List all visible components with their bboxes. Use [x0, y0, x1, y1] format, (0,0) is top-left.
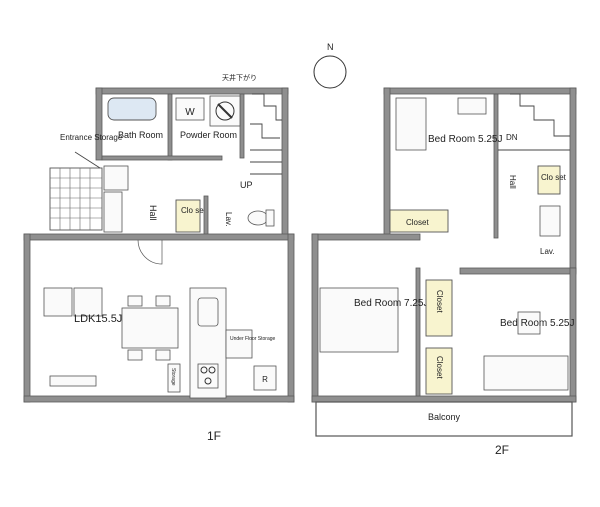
toilet-2f	[539, 205, 561, 237]
wall	[167, 93, 173, 161]
closet-north	[389, 209, 449, 233]
wall	[311, 233, 319, 403]
staircase-1f	[250, 93, 282, 175]
bed-west-label: Bed Room 7.25J	[354, 298, 429, 309]
desk-north	[457, 97, 487, 115]
shoe-cabinet	[103, 165, 129, 191]
compass: N	[313, 42, 347, 89]
refrigerator	[253, 365, 277, 391]
toilet-1f	[247, 210, 269, 226]
chair	[155, 295, 171, 307]
floor-2: Bed Room 5.25J Closet DN Hall Clo set La…	[311, 87, 577, 457]
chair	[155, 349, 171, 361]
floor-1-label: 1F	[207, 429, 221, 443]
wall	[415, 267, 421, 397]
wall	[459, 267, 577, 275]
closet-1f	[175, 199, 201, 233]
wall	[23, 233, 295, 241]
wall	[383, 87, 391, 239]
balcony	[315, 401, 573, 437]
lav-1f-label: Lav.	[224, 212, 233, 227]
leader-line	[74, 151, 101, 169]
storage-1f	[167, 363, 181, 393]
wall	[569, 267, 577, 403]
wall	[101, 155, 223, 161]
closet-mid-2	[425, 347, 453, 395]
closet-mid-1-label: Closet	[435, 290, 444, 313]
burner	[200, 366, 208, 374]
desk-east	[517, 311, 541, 335]
lav-2f-label: Lav.	[540, 247, 555, 256]
bed-east	[483, 355, 569, 391]
balcony-label: Balcony	[428, 412, 461, 422]
entrance-storage-label: Entrance Storage	[60, 133, 123, 142]
wall	[203, 195, 209, 237]
wall	[383, 87, 577, 95]
closet-small-2f-label: Clo set	[541, 173, 567, 182]
storage-label: Storage	[170, 368, 176, 386]
closet-small-2f	[537, 165, 561, 195]
under-floor-storage-label: Under Floor Storage	[230, 336, 276, 342]
wall	[311, 395, 577, 403]
washbasin-hatch	[217, 103, 233, 119]
hall-2f-label: Hall	[508, 175, 517, 189]
washbasin	[215, 101, 235, 121]
wall	[493, 93, 499, 239]
bath-room-label: Bath Room	[118, 130, 163, 140]
dn-label: DN	[506, 133, 518, 142]
sofa-left	[43, 287, 73, 317]
burner	[204, 377, 212, 385]
stove	[197, 363, 219, 389]
chair	[127, 349, 143, 361]
closet-north-label: Closet	[406, 218, 429, 227]
tv-board	[49, 375, 97, 387]
bed-east-label: Bed Room 5.25J	[500, 318, 575, 329]
entrance-storage	[103, 191, 123, 233]
powder-room-label: Powder Room	[180, 130, 237, 140]
chair	[127, 295, 143, 307]
wall	[281, 87, 289, 239]
washer-label: W	[185, 107, 195, 118]
staircase-2f	[498, 93, 570, 151]
wall	[95, 87, 289, 95]
toilet-tank-1f	[265, 209, 275, 227]
entrance-tiles	[49, 167, 103, 231]
wall	[239, 93, 245, 159]
bed-north	[395, 97, 427, 151]
washing-machine	[175, 97, 205, 121]
bed-north-label: Bed Room 5.25J	[428, 134, 503, 145]
sink	[197, 297, 219, 327]
ceiling-note: 天井下がり	[222, 73, 257, 82]
compass-arrow-icon	[326, 58, 334, 86]
sofa-right	[73, 287, 103, 317]
wall	[23, 233, 31, 403]
wall	[23, 395, 295, 403]
closet-1f-label: Clo set	[181, 206, 207, 215]
bed-west	[319, 287, 399, 353]
compass-label: N	[327, 42, 334, 52]
wall	[569, 87, 577, 273]
up-label: UP	[240, 180, 253, 190]
wall	[287, 233, 295, 403]
closet-mid-2-label: Closet	[435, 356, 444, 379]
hall-label: Hall	[148, 205, 158, 221]
under-floor-storage	[225, 329, 253, 359]
burner	[208, 366, 216, 374]
bathtub	[107, 97, 157, 121]
wall	[95, 87, 103, 161]
ldk-door	[137, 239, 163, 265]
ldk-label: LDK15.5J	[74, 313, 122, 325]
fridge-label: R	[262, 375, 268, 384]
closet-mid-1	[425, 279, 453, 337]
wall	[311, 233, 421, 241]
floor-2-label: 2F	[495, 443, 509, 457]
floor-1: W 天井下がり UP Bath Room Powder Room Entranc…	[23, 73, 295, 443]
dining-table	[121, 307, 179, 349]
